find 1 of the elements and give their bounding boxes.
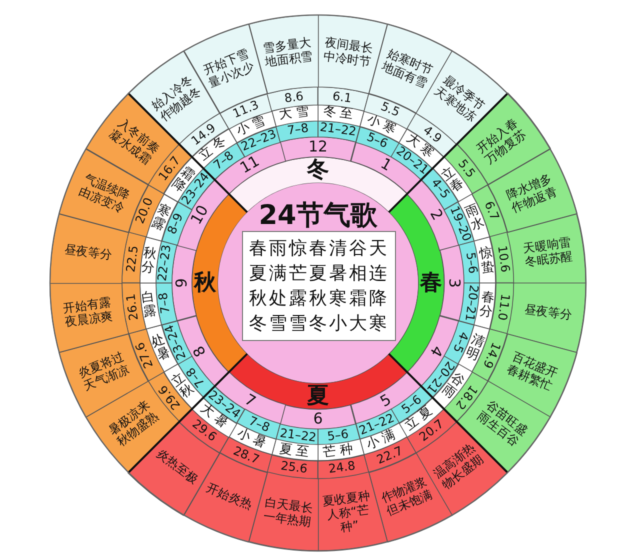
poem-box: 春雨惊春清谷天夏满芒夏暑相连秋处露秋寒霜降冬雪雪冬小大寒 <box>242 231 396 341</box>
